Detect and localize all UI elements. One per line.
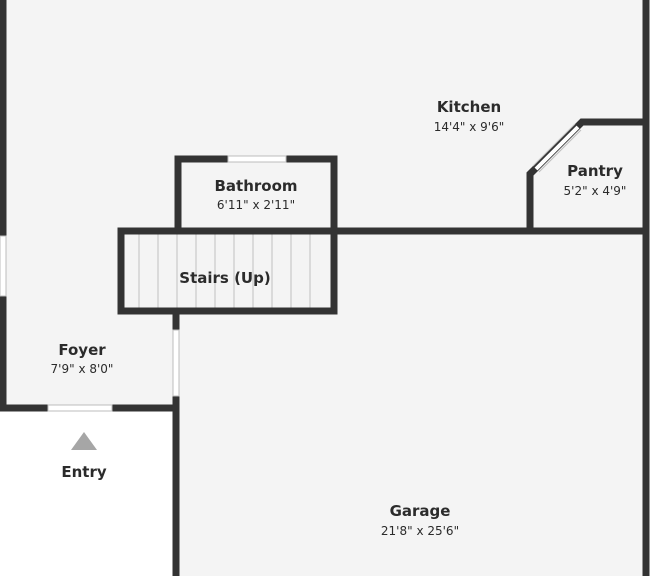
bathroom-name: Bathroom bbox=[214, 177, 297, 195]
garage-name: Garage bbox=[390, 502, 451, 520]
garage-dims: 21'8" x 25'6" bbox=[381, 524, 459, 538]
window-pantry-edge2 bbox=[538, 129, 582, 173]
kitchen-name: Kitchen bbox=[437, 98, 501, 116]
foyer-dims: 7'9" x 8'0" bbox=[51, 362, 114, 376]
window-foyer-entry bbox=[47, 404, 113, 412]
window-pantry-edge bbox=[532, 123, 576, 167]
entry-name: Entry bbox=[61, 463, 106, 481]
window-pantry bbox=[534, 125, 580, 171]
entry-arrow-icon bbox=[71, 432, 97, 450]
garage-floor bbox=[176, 230, 647, 576]
stairs-name: Stairs (Up) bbox=[179, 269, 270, 287]
labels: Kitchen 14'4" x 9'6" Pantry 5'2" x 4'9" … bbox=[51, 98, 627, 538]
window-left bbox=[0, 235, 7, 297]
wall-stairs bbox=[117, 227, 338, 315]
kitchen-dims: 14'4" x 9'6" bbox=[434, 120, 505, 134]
windows bbox=[0, 155, 287, 412]
window-bathroom bbox=[227, 155, 287, 163]
entry-area bbox=[0, 411, 174, 576]
bathroom-floor bbox=[178, 160, 334, 230]
foyer-name: Foyer bbox=[58, 341, 106, 359]
bathroom-dims: 6'11" x 2'11" bbox=[217, 198, 295, 212]
pantry-name: Pantry bbox=[567, 162, 623, 180]
window-foyer-side bbox=[172, 329, 180, 397]
stairs-treads bbox=[138, 233, 311, 310]
pantry-dims: 5'2" x 4'9" bbox=[564, 184, 627, 198]
